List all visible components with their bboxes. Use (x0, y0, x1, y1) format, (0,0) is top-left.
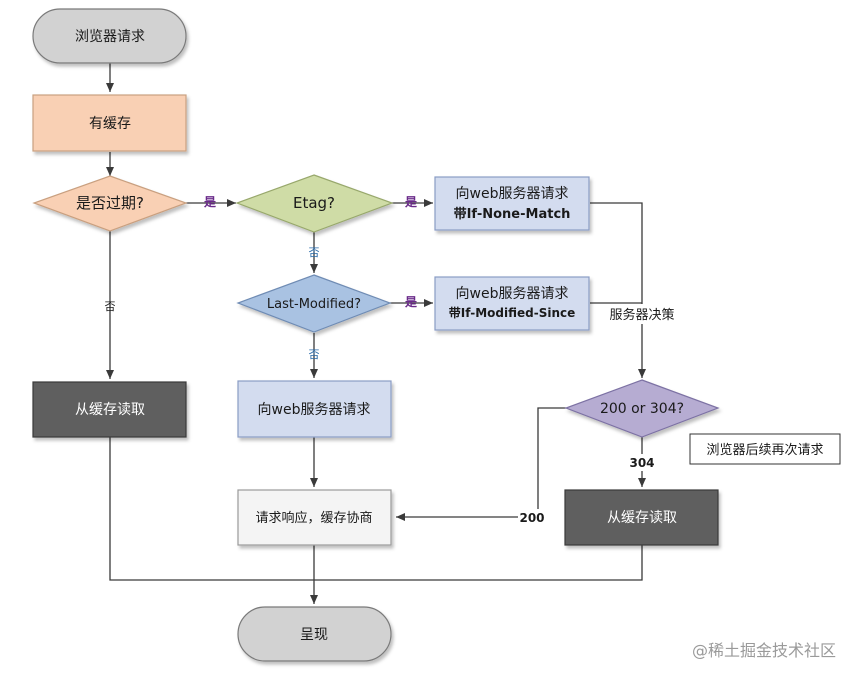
node-etag: Etag? (235, 174, 394, 233)
no-expired-label: 否 (105, 300, 116, 313)
node-has-cache: 有缓存 (32, 94, 187, 152)
has-cache-box (32, 94, 187, 152)
node-read-cache-left: 从缓存读取 (32, 381, 187, 438)
node-read-cache-right: 从缓存读取 (564, 489, 719, 546)
callout: 浏览器后续再次请求 (689, 433, 841, 465)
none-match-line1: 向web服务器请求 (456, 186, 569, 202)
node-status: 200 or 304? (564, 379, 720, 438)
node-expired: 是否过期? (32, 175, 188, 232)
present-label: 呈现 (300, 627, 328, 643)
modified-since-box (434, 276, 590, 331)
start-label: 浏览器请求 (75, 29, 145, 45)
server-decide-label: 服务器决策 (609, 307, 674, 323)
status-diamond (564, 379, 720, 438)
node-present: 呈现 (237, 606, 392, 662)
expired-diamond (32, 175, 188, 232)
present-terminal (237, 606, 392, 662)
edge-readright-merge (314, 545, 643, 581)
node-last-modified: Last-Modified? (236, 274, 392, 333)
yes-lastmod-label: 是 (404, 295, 418, 309)
request-server-box (237, 380, 392, 438)
read-cache-right-box (564, 489, 719, 546)
start-terminal (32, 8, 187, 64)
node-none-match: 向web服务器请求 带If-None-Match (434, 176, 590, 231)
none-match-box (434, 176, 590, 231)
callout-box (689, 433, 841, 465)
edge-readleft-merge (109, 437, 314, 581)
none-match-line2: 带If-None-Match (454, 206, 571, 222)
no-lastmod-label: 否 (309, 348, 320, 361)
edge-nonematch-to-status (590, 202, 646, 378)
node-start: 浏览器请求 (32, 8, 187, 64)
code-200-bg (518, 509, 546, 526)
edge-labels: 是 是 是 否 否 否 服务器决策 304 200 (105, 195, 684, 526)
last-modified-label: Last-Modified? (267, 297, 361, 312)
edge-status-to-negotiate (396, 407, 566, 521)
etag-diamond (235, 174, 394, 233)
yes-expired-label: 是 (203, 195, 217, 209)
code-200-label: 200 (519, 511, 544, 525)
server-decide-bg (600, 304, 684, 324)
callout-label: 浏览器后续再次请求 (706, 442, 823, 458)
no-etag-label: 否 (309, 246, 320, 259)
status-label: 200 or 304? (600, 401, 684, 417)
expired-label: 是否过期? (76, 194, 144, 212)
read-cache-left-label: 从缓存读取 (75, 401, 145, 418)
modified-since-line2: 带If-Modified-Since (449, 305, 576, 320)
code-304-bg (628, 454, 656, 471)
code-304-label: 304 (629, 456, 654, 470)
yes-etag-label: 是 (404, 195, 418, 209)
last-modified-diamond (236, 274, 392, 333)
negotiate-box (237, 489, 392, 546)
read-cache-left-box (32, 381, 187, 438)
node-modified-since: 向web服务器请求 带If-Modified-Since (434, 276, 590, 331)
watermark: @稀土掘金技术社区 (692, 641, 836, 660)
read-cache-right-label: 从缓存读取 (607, 509, 677, 526)
node-negotiate: 请求响应，缓存协商 (237, 489, 392, 546)
node-request-server: 向web服务器请求 (237, 380, 392, 438)
etag-label: Etag? (293, 194, 335, 212)
modified-since-line1: 向web服务器请求 (456, 286, 569, 302)
request-server-label: 向web服务器请求 (258, 402, 371, 418)
negotiate-label: 请求响应，缓存协商 (255, 510, 372, 526)
has-cache-label: 有缓存 (89, 116, 131, 132)
